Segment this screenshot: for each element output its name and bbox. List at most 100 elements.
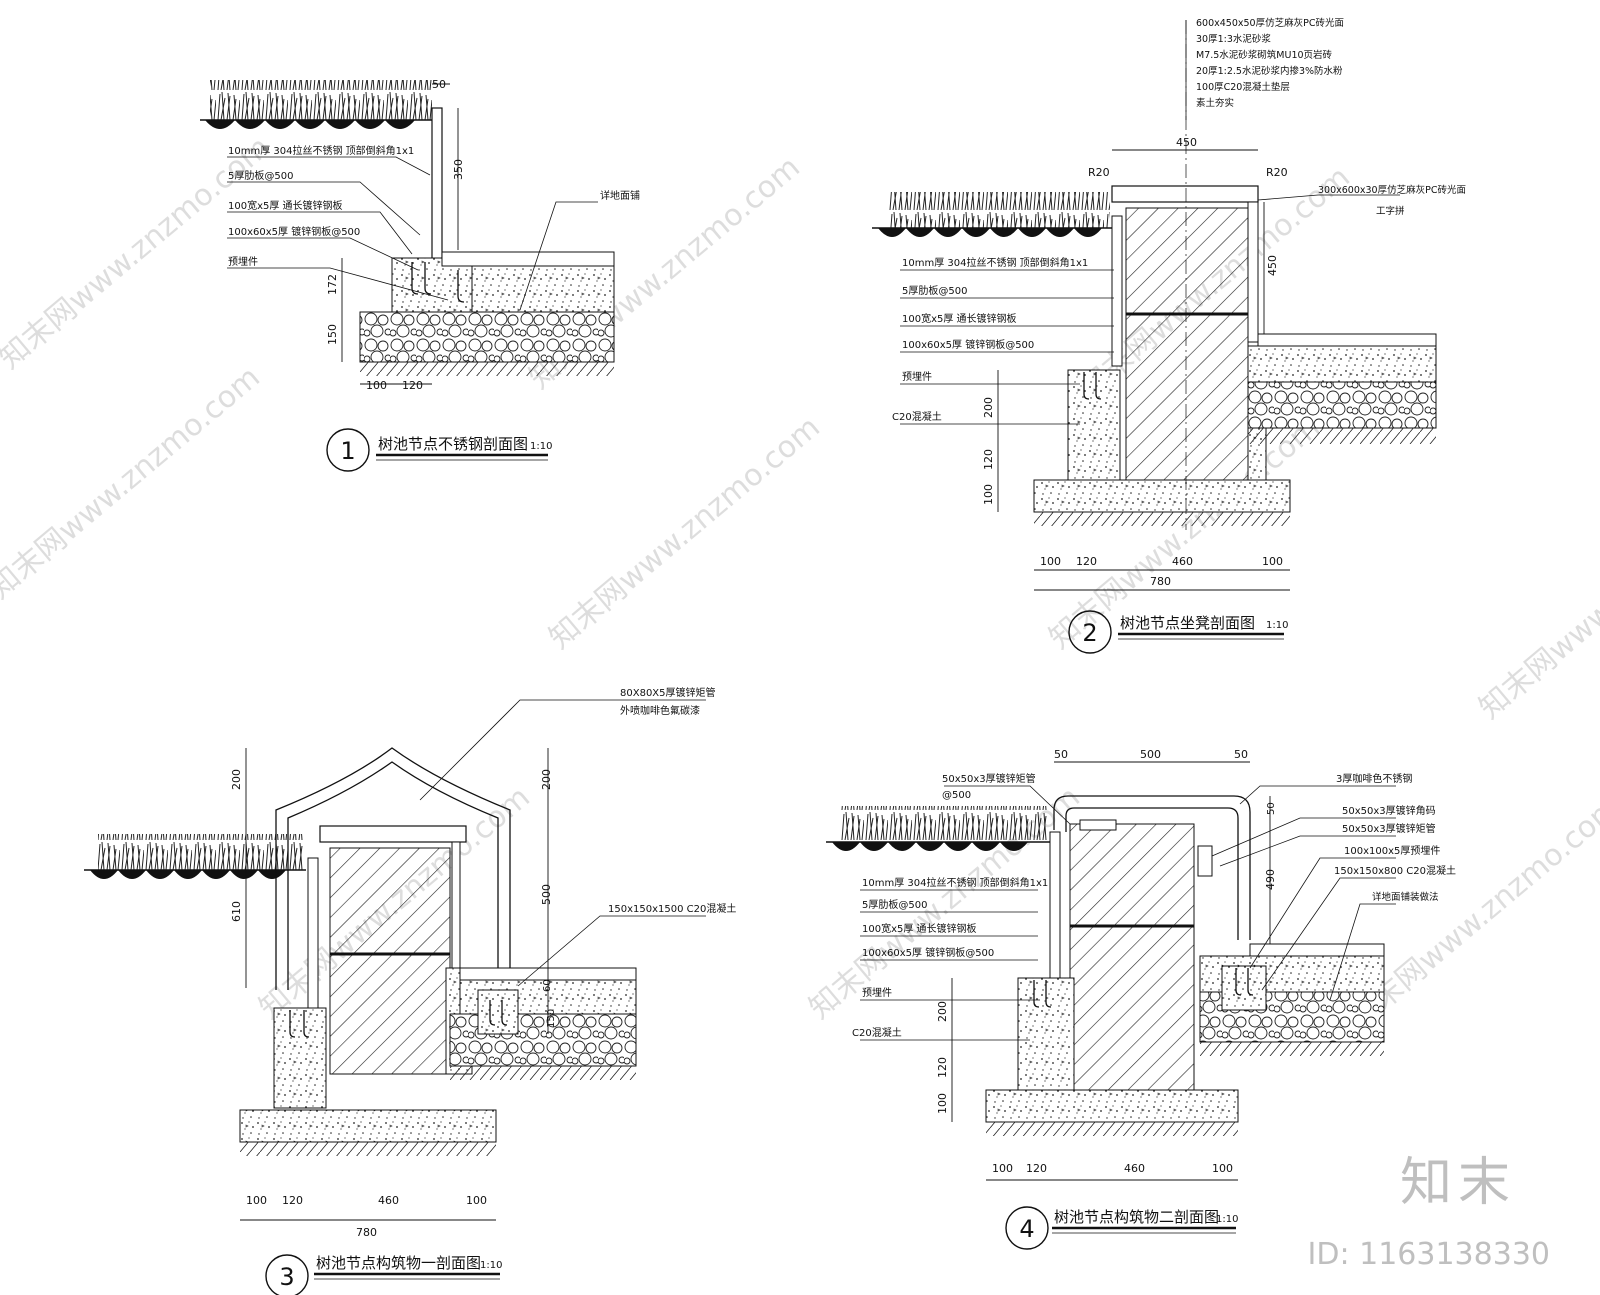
detail-scale: 1:10: [530, 441, 552, 452]
dim-label: 200: [540, 769, 553, 790]
dim-label: 100: [366, 379, 387, 392]
steel-plate: [1111, 215, 1123, 367]
annotation: M7.5水泥砂浆砌筑MU10页岩砖: [1196, 49, 1333, 61]
base-slab: [985, 1089, 1239, 1123]
detail-number-circle: [265, 1254, 309, 1295]
ground-dips: [832, 842, 1028, 851]
cladding: [1247, 201, 1259, 343]
brick-wall: [1125, 207, 1249, 481]
detail-scale: 1:10: [1266, 620, 1288, 631]
dim-label: 100: [246, 1194, 267, 1207]
paving-surface: [1257, 333, 1437, 347]
dim-label: 100: [992, 1162, 1013, 1175]
dim-label: R20: [1088, 166, 1110, 179]
annotation: 5厚肋板@500: [862, 898, 927, 911]
dim-label: 120: [282, 1194, 303, 1207]
grass: [840, 806, 1048, 842]
dim-label: 460: [1124, 1162, 1145, 1175]
dim-label: 120: [402, 379, 423, 392]
paving-base: [1247, 345, 1437, 383]
annotation: 详地面铺: [600, 189, 640, 202]
detail-number: 1: [340, 437, 355, 465]
soil: [240, 1142, 496, 1156]
annotation: 预埋件: [862, 987, 892, 999]
soil: [360, 362, 614, 376]
detail-3: 200 610 200 500 60 150 100 120 460 100 7…: [84, 686, 736, 1295]
detail-title: 树池节点构筑物一剖面图: [316, 1254, 481, 1272]
ground-dips: [90, 870, 286, 879]
dim-label: 50: [1234, 748, 1248, 761]
concrete-footing: [391, 257, 473, 313]
detail-number: 3: [279, 1263, 294, 1291]
watermarks: 知末网www.znzmo.com 知末网www.znzmo.com 知末网www…: [0, 130, 1600, 1272]
annotation: 10mm厚 304拉丝不锈钢 顶部倒斜角1x1: [228, 144, 414, 157]
dim-label: 200: [982, 397, 995, 418]
annotation: 素土夯实: [1196, 97, 1234, 109]
watermark-text: 知末网www.znzmo.com: [1473, 480, 1600, 726]
steel-plate: [431, 107, 443, 264]
dim-label: 350: [452, 159, 465, 180]
anchor-bolt: [1235, 968, 1254, 996]
dim-label: 460: [1172, 555, 1193, 568]
dim-label: 120: [1026, 1162, 1047, 1175]
gravel-layer: [359, 311, 615, 363]
ground-dips: [878, 228, 1102, 237]
annotation: C20混凝土: [892, 410, 942, 423]
dim-label: 60: [542, 979, 553, 992]
dim-label: 100: [1262, 555, 1283, 568]
leader-lines: [900, 20, 1400, 425]
anchor-bolt: [1083, 372, 1102, 400]
paving-surface: [441, 251, 615, 267]
detail-2: 450 R20 R20 450 200 120 100 100 120 460 …: [872, 17, 1466, 654]
dim-label: 450: [1176, 136, 1197, 149]
annotation: 5厚肋板@500: [902, 284, 967, 297]
grass: [888, 192, 1110, 228]
anchor-bolt: [289, 1000, 508, 1038]
brand-logo: 知末: [1400, 1153, 1516, 1213]
annotation: 预埋件: [228, 256, 258, 268]
steel-plate: [1049, 831, 1061, 997]
image-id: ID: 1163138330: [1308, 1237, 1550, 1272]
grass: [98, 834, 304, 870]
annotation: 工字拼: [1376, 205, 1405, 217]
annotation: 300x600x30厚仿芝麻灰PC砖光面: [1318, 184, 1466, 196]
dim-label: 100: [466, 1194, 487, 1207]
detail-4: 50 500 50 50 490 200 120 100 100 120 460…: [826, 748, 1456, 1250]
anchor-bolt: [411, 262, 465, 303]
soil: [986, 1122, 1238, 1136]
concrete-footing: [1067, 369, 1121, 481]
annotation: 外喷咖啡色氟碳漆: [620, 704, 700, 717]
base-slab: [1033, 479, 1291, 513]
annotation: 600x450x50厚仿芝麻灰PC砖光面: [1196, 17, 1344, 29]
dimension-lines: [341, 83, 459, 385]
annotation: 80X80X5厚镀锌矩管: [620, 686, 716, 699]
paving-base: [471, 265, 615, 313]
annotation: 100宽x5厚 通长镀锌钢板: [228, 199, 343, 212]
dim-label: R20: [1266, 166, 1288, 179]
dim-label: 610: [230, 901, 243, 922]
detail-number-circle: [1005, 1206, 1049, 1250]
annotation: 50x50x3厚镀锌矩管: [942, 772, 1036, 785]
detail-title: 树池节点构筑物二剖面图: [1054, 1208, 1219, 1226]
dim-label: 100: [1040, 555, 1061, 568]
annotation: C20混凝土: [852, 1026, 902, 1039]
watermark-text: 知末网www.znzmo.com: [0, 130, 277, 376]
galvanized-tube-arch: [287, 761, 499, 990]
dim-label: 100: [936, 1093, 949, 1114]
dim-label: 100: [982, 484, 995, 505]
dim-label: 500: [1140, 748, 1161, 761]
dim-label: 200: [936, 1001, 949, 1022]
leader-lines: [419, 699, 706, 987]
annotation: 100x100x5厚预埋件: [1344, 845, 1440, 857]
soil: [450, 1066, 636, 1080]
dim-label: 120: [1076, 555, 1097, 568]
watermark-text: 知末网www.znzmo.com: [543, 410, 827, 656]
steel-plate: [307, 857, 319, 1009]
leader-lines: [227, 156, 598, 311]
paving-surface: [1249, 943, 1385, 957]
dim-label: 120: [936, 1057, 949, 1078]
annotation: 100宽x5厚 通长镀锌钢板: [862, 922, 977, 935]
base-slab: [239, 1109, 497, 1143]
dim-label: 150: [326, 324, 339, 345]
dim-label: 460: [378, 1194, 399, 1207]
